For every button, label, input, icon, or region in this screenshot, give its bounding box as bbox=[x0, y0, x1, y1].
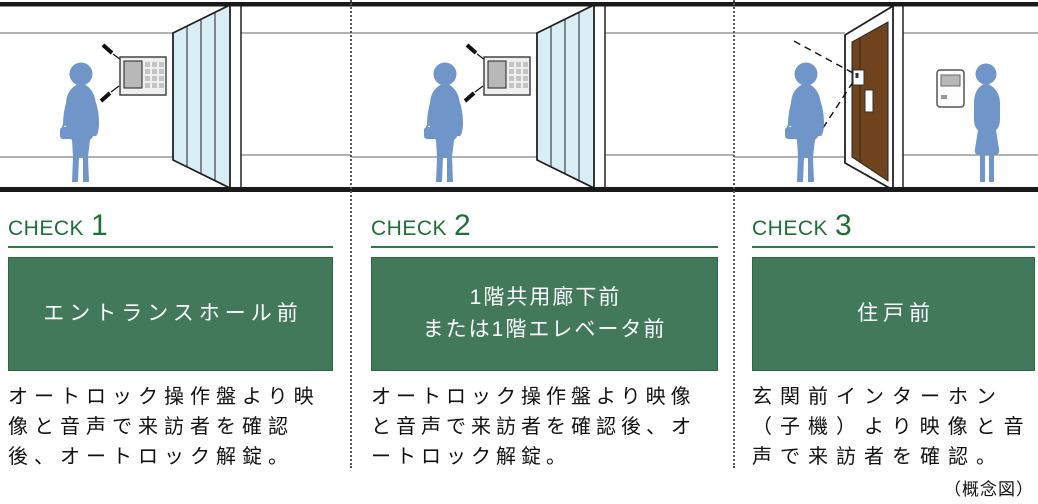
check-2-description: オートロック操作盤より映像 と音声で来訪者を確認後、オ ートロック解錠。 bbox=[371, 386, 696, 468]
check-label: CHECK bbox=[8, 217, 85, 240]
heading-rule bbox=[8, 246, 333, 248]
check-label: CHECK bbox=[371, 217, 448, 240]
check-3-description: 玄関前インターホン （子機）より映像と音 声で来訪者を確認。 bbox=[752, 386, 1032, 468]
ceiling-bar bbox=[0, 2, 351, 7]
panel-check-2: CHECK 2 1階共用廊下前 または1階エレベータ前 オートロック操作盤より映… bbox=[351, 196, 734, 472]
location-box-corridor: 1階共用廊下前 または1階エレベータ前 bbox=[371, 257, 718, 371]
check-2-heading: CHECK 2 bbox=[371, 209, 718, 243]
check-label: CHECK bbox=[752, 217, 829, 240]
panel-check-3: CHECK 3 住戸前 玄関前インターホン （子機）より映像と音 声で来訪者を確… bbox=[734, 196, 1038, 472]
check-number: 2 bbox=[454, 209, 471, 242]
conceptual-diagram-note: （概念図） bbox=[944, 480, 1034, 499]
camera-sightlines bbox=[791, 39, 854, 132]
floor-bar bbox=[0, 187, 351, 192]
ceiling-bar bbox=[734, 2, 1038, 7]
floor-bar bbox=[351, 187, 734, 192]
glass-door bbox=[172, 3, 231, 190]
illustration-band bbox=[0, 0, 1038, 196]
door-handle bbox=[864, 89, 874, 113]
check-3-heading: CHECK 3 bbox=[752, 209, 1035, 243]
check-1-description: オートロック操作盤より映 像と音声で来訪者を確認 後、オートロック解錠。 bbox=[8, 386, 320, 468]
check-number: 1 bbox=[91, 209, 108, 242]
wall-lines bbox=[734, 32, 1038, 158]
glass-door bbox=[536, 3, 595, 190]
location-box-dwelling: 住戸前 bbox=[752, 257, 1035, 371]
intercom-child-unit-icon bbox=[936, 69, 965, 108]
check-1-heading: CHECK 1 bbox=[8, 209, 333, 243]
entrance-door bbox=[844, 4, 894, 192]
panel-check-1: CHECK 1 エントランスホール前 オートロック操作盤より映 像と音声で来訪者… bbox=[0, 196, 351, 472]
location-box-entrance-hall: エントランスホール前 bbox=[8, 257, 333, 371]
heading-rule bbox=[371, 246, 718, 248]
illustration-entrance-hall bbox=[0, 0, 351, 196]
illustration-corridor bbox=[351, 0, 734, 196]
content-row: CHECK 1 エントランスホール前 オートロック操作盤より映 像と音声で来訪者… bbox=[0, 196, 1038, 472]
panel-separator-1 bbox=[350, 0, 352, 468]
illustration-dwelling-entrance bbox=[734, 0, 1038, 196]
floor-bar bbox=[734, 187, 1038, 192]
check-number: 3 bbox=[835, 209, 852, 242]
heading-rule bbox=[752, 246, 1035, 248]
ceiling-bar bbox=[351, 2, 734, 7]
panel-separator-2 bbox=[733, 0, 735, 468]
